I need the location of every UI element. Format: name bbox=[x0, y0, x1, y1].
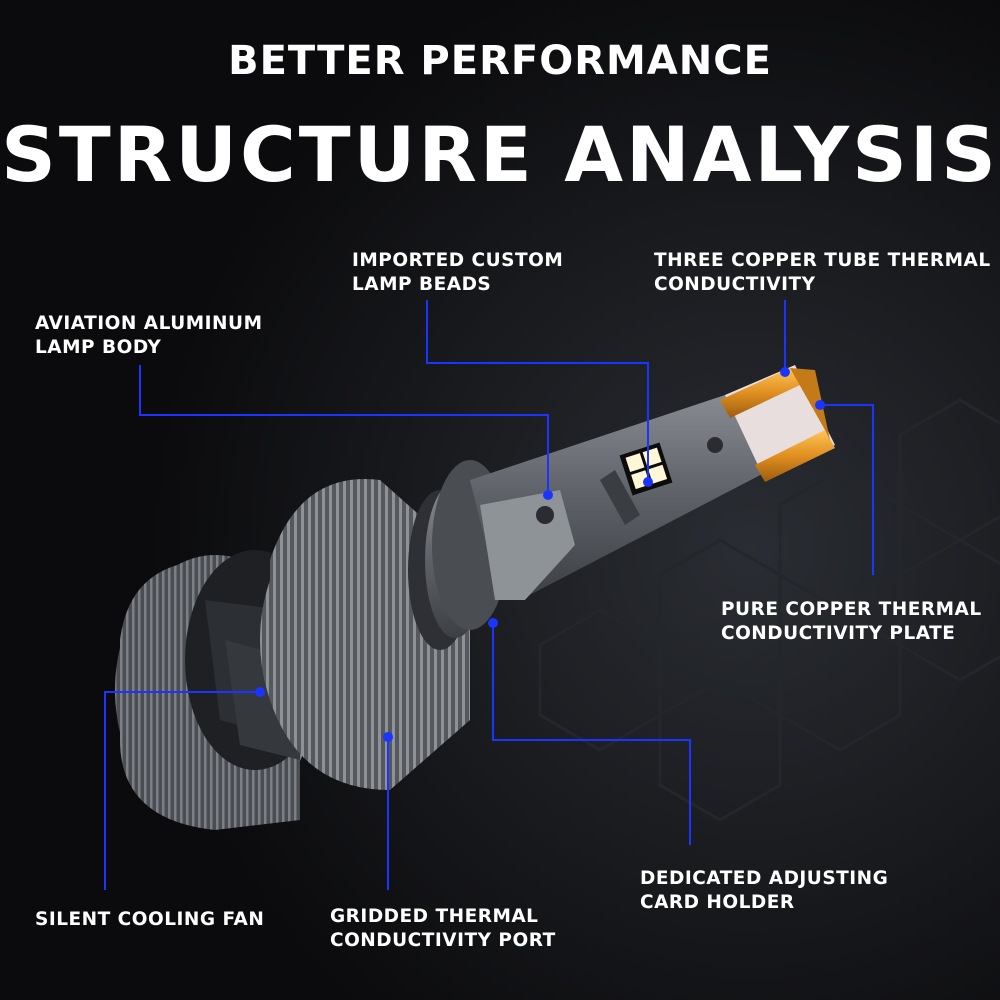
copper-tube bbox=[720, 365, 835, 482]
callout-cooling-fan: SILENT COOLING FAN bbox=[35, 908, 264, 932]
callout-lamp-beads-line1: IMPORTED CUSTOM bbox=[352, 250, 564, 271]
leader-line-lamp-body bbox=[139, 365, 549, 495]
callout-lamp-beads-line2: LAMP BEADS bbox=[352, 274, 492, 295]
callout-lamp-beads: IMPORTED CUSTOM LAMP BEADS bbox=[352, 249, 563, 297]
leader-line-card-holder bbox=[492, 623, 691, 845]
callout-copper-tube: THREE COPPER TUBE THERMAL CONDUCTIVITY bbox=[654, 249, 991, 297]
callout-copper-plate-line1: PURE COPPER THERMAL bbox=[721, 599, 982, 620]
leader-dots bbox=[255, 367, 825, 742]
callout-thermal-port-line1: GRIDDED THERMAL bbox=[330, 906, 539, 927]
callout-card-holder: DEDICATED ADJUSTING CARD HOLDER bbox=[640, 867, 888, 915]
callout-copper-plate: PURE COPPER THERMAL CONDUCTIVITY PLATE bbox=[721, 598, 982, 646]
callout-thermal-port: GRIDDED THERMAL CONDUCTIVITY PORT bbox=[330, 905, 556, 953]
leader-lines bbox=[104, 300, 874, 890]
callout-copper-plate-line2: CONDUCTIVITY PLATE bbox=[721, 623, 956, 644]
callout-lamp-body: AVIATION ALUMINUM LAMP BODY bbox=[35, 312, 262, 360]
callout-thermal-port-line2: CONDUCTIVITY PORT bbox=[330, 930, 556, 951]
leader-line-copper-plate bbox=[820, 404, 874, 575]
callout-copper-tube-line1: THREE COPPER TUBE THERMAL bbox=[654, 250, 991, 271]
page-title: STRUCTURE ANALYSIS bbox=[1, 110, 999, 199]
page-subtitle: BETTER PERFORMANCE bbox=[228, 38, 772, 84]
callout-lamp-body-line2: LAMP BODY bbox=[35, 337, 162, 358]
callout-cooling-fan-line1: SILENT COOLING FAN bbox=[35, 909, 265, 930]
leader-line-cooling-fan bbox=[104, 691, 260, 890]
callout-card-holder-line1: DEDICATED ADJUSTING bbox=[640, 868, 889, 889]
callout-copper-tube-line2: CONDUCTIVITY bbox=[654, 274, 816, 295]
aluminum-lamp-body bbox=[470, 390, 770, 600]
callout-lamp-body-line1: AVIATION ALUMINUM bbox=[35, 313, 263, 334]
callout-card-holder-line2: CARD HOLDER bbox=[640, 892, 795, 913]
hexagon-pattern bbox=[538, 398, 1000, 822]
leader-line-lamp-beads bbox=[426, 300, 649, 482]
